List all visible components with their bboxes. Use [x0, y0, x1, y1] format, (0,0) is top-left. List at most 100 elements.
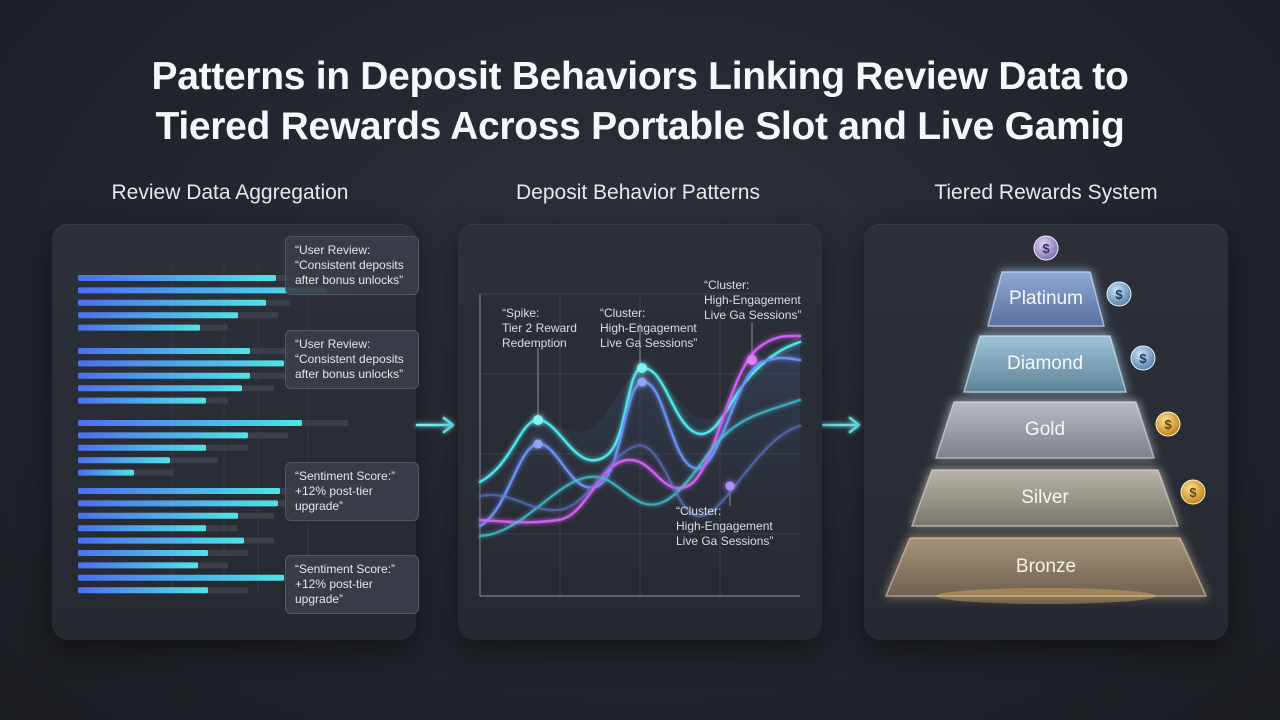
svg-text:$: $: [1139, 351, 1147, 366]
tier-shape-bronze: [884, 537, 1208, 597]
chart-point-cluster-top: [747, 355, 757, 365]
review-bar: [78, 562, 198, 569]
svg-text:$: $: [1115, 287, 1123, 302]
coin-icon: $: [1130, 345, 1156, 371]
chart-label-text: “Cluster:: [676, 504, 722, 518]
tier-shape-platinum: [987, 271, 1105, 327]
series-line-magenta: [478, 334, 802, 524]
tier-shape-silver: [910, 469, 1180, 527]
chart-point-cluster-mid: [637, 363, 647, 373]
review-bar: [78, 324, 200, 331]
review-bar: [78, 385, 242, 392]
chart-label-text: High-Engagement: [676, 519, 773, 533]
svg-text:$: $: [1189, 485, 1197, 500]
tier-label: Gold: [1024, 419, 1066, 440]
callout-text: upgrade”: [295, 499, 344, 513]
coin-icon: $: [1033, 235, 1059, 261]
review-bar: [78, 488, 280, 494]
tier-label: Silver: [1021, 487, 1069, 508]
review-bar: [78, 348, 250, 354]
review-bar: [78, 457, 170, 464]
chart-point: [533, 439, 543, 449]
chart-label-text: High-Engagement: [600, 321, 697, 335]
tier-glow: [936, 588, 1156, 604]
tier-shape-gold: [934, 401, 1156, 459]
chart-label-cluster-top: “Cluster: High-Engagement Live Ga Sessio…: [704, 278, 801, 323]
tier-gold: Gold: [936, 402, 1154, 458]
review-bar: [78, 360, 284, 367]
review-bar: [78, 574, 284, 581]
callout-text: “Consistent deposits: [295, 352, 404, 366]
tiered-rewards-panel: $ $ $ $ $ Platinum Diamond Gold Silver B…: [864, 224, 1228, 640]
chart-label-text: “Cluster:: [704, 278, 750, 292]
tier-shape-diamond: [963, 335, 1127, 393]
callout-text: “User Review:: [295, 337, 371, 351]
rewards-pyramid: $ $ $ $ $: [884, 235, 1208, 604]
callout-text: “Sentiment Score:”: [295, 469, 396, 483]
chart-label-text: Live Ga Sessions”: [704, 308, 802, 322]
callout-text: after bonus unlocks”: [295, 367, 404, 381]
review-bars-graphic: [78, 264, 348, 594]
review-bar: [78, 500, 278, 507]
tier-label: Bronze: [1015, 556, 1077, 577]
review-callout-1: “User Review: “Consistent deposits after…: [285, 236, 419, 295]
deposit-line-chart: [478, 293, 802, 597]
tier-silver: Silver: [912, 470, 1178, 526]
chart-label-text: Live Ga Sessions”: [600, 336, 698, 350]
tier-diamond: Diamond: [964, 336, 1126, 392]
callout-text: after bonus unlocks”: [295, 273, 404, 287]
chart-point: [637, 377, 647, 387]
review-bar: [78, 525, 206, 532]
review-bar: [78, 420, 302, 426]
coin-icon: $: [1180, 479, 1206, 505]
title-line-2: Tiered Rewards Across Portable Slot and …: [155, 105, 1125, 148]
review-callout-3: “Sentiment Score:” +12% post-tier upgrad…: [285, 462, 419, 521]
coin-icon: $: [1155, 411, 1181, 437]
review-bar: [78, 550, 208, 556]
chart-label-text: Redemption: [502, 336, 567, 350]
chart-label-text: High-Engagement: [704, 293, 801, 307]
flow-arrow-icon: [821, 416, 861, 434]
review-bar: [78, 432, 248, 439]
chart-label-text: “Cluster:: [600, 306, 646, 320]
section-label-deposit: Deposit Behavior Patterns: [516, 181, 760, 204]
review-data-panel: “User Review: “Consistent deposits after…: [52, 224, 419, 640]
review-bar: [78, 275, 276, 281]
svg-text:$: $: [1164, 417, 1172, 432]
review-callout-4: “Sentiment Score:” +12% post-tier upgrad…: [285, 555, 419, 614]
chart-label-text: Live Ga Sessions”: [676, 534, 774, 548]
callout-text: “User Review:: [295, 243, 371, 257]
chart-area: [480, 344, 800, 596]
deposit-patterns-panel: “Spike: Tier 2 Reward Redemption “Cluste…: [458, 224, 822, 640]
callout-text: +12% post-tier: [295, 577, 373, 591]
review-bar: [78, 397, 206, 404]
tier-label: Diamond: [1006, 353, 1084, 374]
review-bar: [78, 299, 266, 306]
review-bar: [78, 469, 134, 476]
section-label-review: Review Data Aggregation: [111, 181, 349, 204]
review-bar: [78, 287, 326, 294]
series-line-teal: [478, 398, 802, 538]
flow-arrow-icon: [415, 416, 455, 434]
callout-text: “Sentiment Score:”: [295, 562, 396, 576]
review-bar: [78, 444, 206, 451]
callout-text: “Consistent deposits: [295, 258, 404, 272]
review-bar: [78, 512, 238, 519]
svg-text:$: $: [1042, 241, 1050, 256]
chart-point-spike: [533, 415, 543, 425]
chart-label-text: “Spike:: [502, 306, 540, 320]
callout-text: +12% post-tier: [295, 484, 373, 498]
chart-label-cluster-low: “Cluster: High-Engagement Live Ga Sessio…: [676, 504, 773, 549]
tier-platinum: Platinum: [988, 272, 1104, 326]
review-bar: [78, 587, 208, 594]
chart-label-text: Tier 2 Reward: [502, 321, 577, 335]
tier-label: Platinum: [1009, 288, 1083, 309]
chart-label-spike: “Spike: Tier 2 Reward Redemption: [502, 306, 577, 351]
chart-label-cluster-mid: “Cluster: High-Engagement Live Ga Sessio…: [600, 306, 697, 351]
title-line-1: Patterns in Deposit Behaviors Linking Re…: [151, 55, 1129, 98]
tier-bronze: Bronze: [886, 538, 1206, 596]
callout-text: upgrade”: [295, 592, 344, 606]
coin-icon: $: [1106, 281, 1132, 307]
page-title: Patterns in Deposit Behaviors Linking Re…: [0, 52, 1280, 152]
review-bar: [78, 312, 238, 319]
